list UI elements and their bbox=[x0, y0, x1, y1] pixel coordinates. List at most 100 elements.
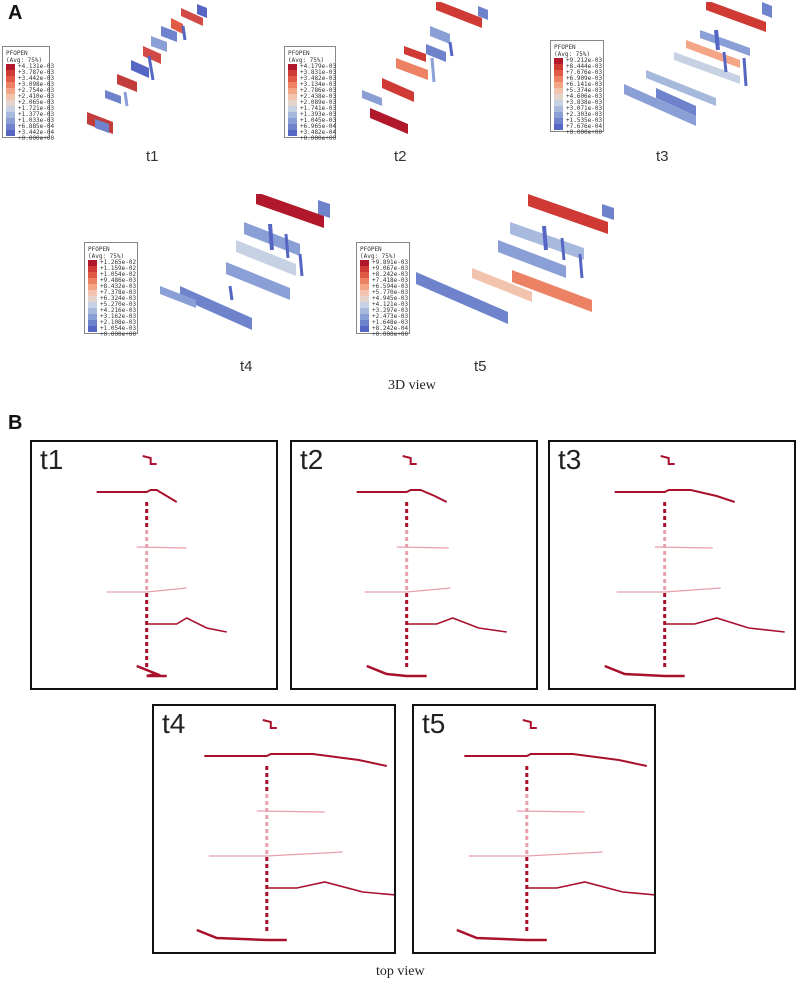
legend-entry: +3.787e-03 bbox=[6, 70, 54, 76]
wellbore-segment bbox=[265, 766, 269, 770]
legend-swatch bbox=[360, 278, 369, 284]
wellbore-segment bbox=[525, 815, 529, 819]
legend-entry: +3.442e-04 bbox=[6, 130, 54, 136]
fracture-top-view bbox=[356, 455, 507, 678]
fracture-trace bbox=[262, 719, 277, 729]
legend-entry: +1.377e-03 bbox=[6, 112, 54, 118]
wellbore-segment bbox=[663, 642, 667, 646]
legend-entry: +7.378e-03 bbox=[88, 290, 136, 296]
wellbore-segment bbox=[525, 836, 529, 840]
fracture-trace bbox=[402, 455, 417, 465]
wellbore-segment bbox=[405, 663, 409, 667]
legend-entry: +6.324e-03 bbox=[88, 296, 136, 302]
wellbore-segment bbox=[663, 621, 667, 625]
fracture-trace bbox=[604, 664, 685, 678]
legend-title: PFOPEN bbox=[288, 50, 310, 57]
legend-swatch bbox=[288, 118, 297, 124]
legend-value: +5.270e-03 bbox=[100, 301, 137, 308]
fracture-trace bbox=[356, 489, 448, 503]
legend-value: +3.838e-03 bbox=[566, 99, 603, 106]
legend-entry: +2.438e-03 bbox=[288, 94, 336, 100]
legend-swatch bbox=[6, 130, 15, 136]
wellbore-segment bbox=[663, 579, 667, 583]
legend-value: +2.065e-03 bbox=[18, 99, 55, 106]
fracture-trace bbox=[256, 810, 325, 813]
legend-value: +6.885e-04 bbox=[18, 123, 55, 130]
wellbore-segment bbox=[663, 607, 667, 611]
wellbore-segment bbox=[265, 878, 269, 882]
wellbore-segment bbox=[145, 579, 149, 583]
wellbore-segment bbox=[265, 822, 269, 826]
wellbore-segment bbox=[663, 551, 667, 555]
legend-entry: +1.159e-02 bbox=[88, 266, 136, 272]
wellbore-segment bbox=[525, 773, 529, 777]
legend-value: +3.482e-04 bbox=[300, 129, 337, 136]
legend-swatch bbox=[288, 106, 297, 112]
legend-swatch bbox=[554, 112, 563, 118]
legend-swatch bbox=[6, 124, 15, 130]
wellbore-segment bbox=[663, 656, 667, 660]
legend-swatch bbox=[288, 76, 297, 82]
wellbore-segment bbox=[265, 773, 269, 777]
legend-value: +8.242e-04 bbox=[372, 325, 409, 332]
legend-value: +3.442e-03 bbox=[18, 75, 55, 82]
legend-entry: +3.134e-03 bbox=[288, 82, 336, 88]
fracture-trace bbox=[526, 881, 654, 896]
legend-value: +1.377e-03 bbox=[18, 111, 55, 118]
legend-entry: +9.891e-03 bbox=[360, 260, 408, 266]
legend-swatch bbox=[88, 278, 97, 284]
legend-entry: +5.374e-03 bbox=[554, 88, 602, 94]
legend-value: +7.676e-04 bbox=[566, 123, 603, 130]
legend-title: PFOPEN bbox=[6, 50, 28, 57]
legend-entry: +4.606e-03 bbox=[554, 94, 602, 100]
fracture-trace bbox=[364, 587, 451, 593]
legend-entry: +0.000e+00 bbox=[6, 136, 54, 142]
legend-entry: +3.162e-03 bbox=[88, 314, 136, 320]
wellbore-segment bbox=[265, 787, 269, 791]
wellbore-segment bbox=[145, 530, 149, 534]
legend-entry: +4.121e-03 bbox=[360, 302, 408, 308]
legend-swatch bbox=[288, 100, 297, 106]
fracture-trace bbox=[406, 617, 507, 633]
fracture-trace bbox=[654, 546, 713, 549]
legend-entry: +1.648e-03 bbox=[360, 320, 408, 326]
legend-entry: +3.482e-04 bbox=[288, 130, 336, 136]
wellbore-segment bbox=[145, 635, 149, 639]
legend-swatch bbox=[554, 94, 563, 100]
legend-title: PFOPEN bbox=[554, 44, 576, 51]
wellbore-segment bbox=[145, 656, 149, 660]
fracture-trace bbox=[266, 881, 394, 896]
wellbore-segment bbox=[145, 516, 149, 520]
legend-entry: +4.945e-03 bbox=[360, 296, 408, 302]
legend-swatch bbox=[360, 272, 369, 278]
legend-value: +0.000e+00 bbox=[300, 135, 337, 142]
legend-swatch bbox=[6, 118, 15, 124]
fracture-3d-view-t3 bbox=[624, 2, 772, 126]
legend-swatch bbox=[6, 136, 15, 142]
legend-entry: +2.754e-03 bbox=[6, 88, 54, 94]
top-view-label-t2: t2 bbox=[300, 444, 324, 475]
legend-swatch bbox=[360, 296, 369, 302]
legend-value: +6.965e-04 bbox=[300, 123, 337, 130]
legend-title: (Avg: 75%) bbox=[554, 51, 591, 58]
legend-swatch bbox=[88, 332, 97, 338]
fracture-trace bbox=[366, 664, 427, 678]
legend-entry: +3.482e-03 bbox=[288, 76, 336, 82]
wellbore-segment bbox=[663, 628, 667, 632]
legend-swatch bbox=[554, 76, 563, 82]
fracture-trace bbox=[136, 664, 167, 678]
wellbore-segment bbox=[663, 572, 667, 576]
fracture-trace bbox=[522, 719, 537, 729]
legend-swatch bbox=[360, 284, 369, 290]
wellbore-segment bbox=[525, 913, 529, 917]
fracture-trace bbox=[196, 928, 287, 942]
fracture-trace bbox=[208, 851, 343, 857]
legend-swatch bbox=[6, 76, 15, 82]
legend-swatch bbox=[88, 290, 97, 296]
legend-t5: PFOPEN(Avg: 75%)+9.891e-03+9.067e-03+8.2… bbox=[356, 242, 410, 338]
fracture-trace bbox=[468, 851, 603, 857]
legend-swatch bbox=[6, 100, 15, 106]
fracture-trace bbox=[136, 546, 187, 549]
legend-entry: +1.741e-03 bbox=[288, 106, 336, 112]
wellbore-segment bbox=[265, 836, 269, 840]
